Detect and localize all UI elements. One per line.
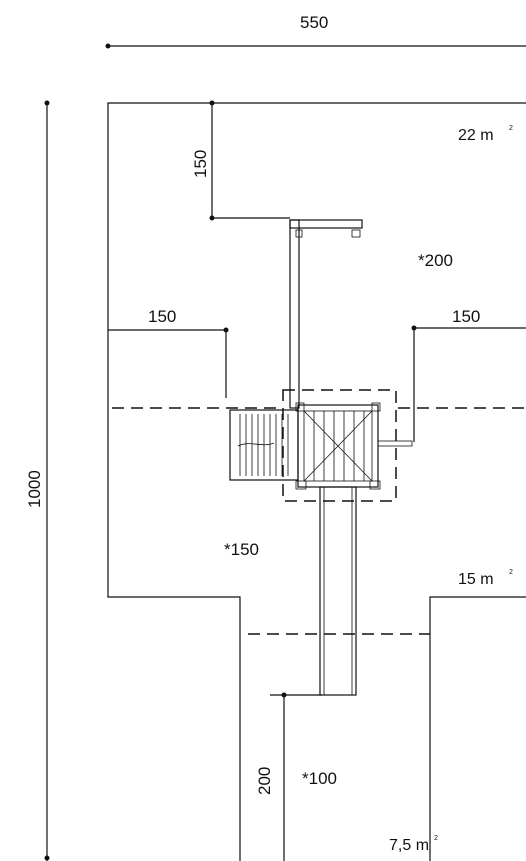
lower-area-label: 7,5 m 2 [389, 835, 438, 854]
bottom-clearance-label: *100 [302, 769, 337, 788]
top-width-dimension: 550 [105, 13, 526, 49]
bottom-offset-label: 200 [255, 767, 274, 795]
ramp-slats [239, 414, 289, 476]
top-offset-label: 150 [191, 150, 210, 178]
right-clearance-label: *200 [418, 251, 453, 270]
left-clearance-label: *150 [224, 540, 259, 559]
lower-area-unit-sup: 2 [434, 835, 438, 842]
middle-area-label: 15 m 2 [458, 569, 513, 588]
play-tower-equipment [229, 219, 413, 696]
right-offset-label: 150 [452, 307, 480, 326]
zone-divider-lines [112, 389, 526, 635]
top-offset-dimension: 150 [191, 100, 290, 221]
platform-boards [313, 411, 365, 481]
left-offset-dimension: 150 [108, 307, 229, 398]
middle-area-unit-sup: 2 [509, 569, 513, 576]
lower-area-value: 7,5 m [389, 837, 429, 854]
bottom-offset-dimension: 200 [255, 692, 322, 861]
upper-area-value: 22 m [458, 127, 494, 144]
middle-area-value: 15 m [458, 571, 494, 588]
left-offset-label: 150 [148, 307, 176, 326]
safety-zone-outline [107, 102, 526, 861]
upper-area-label: 22 m 2 [458, 125, 513, 144]
total-height-dimension: 1000 [25, 100, 50, 861]
total-height-label: 1000 [25, 470, 44, 508]
top-width-label: 550 [300, 13, 328, 32]
right-offset-dimension: 150 [411, 307, 526, 442]
upper-area-unit-sup: 2 [509, 125, 513, 132]
